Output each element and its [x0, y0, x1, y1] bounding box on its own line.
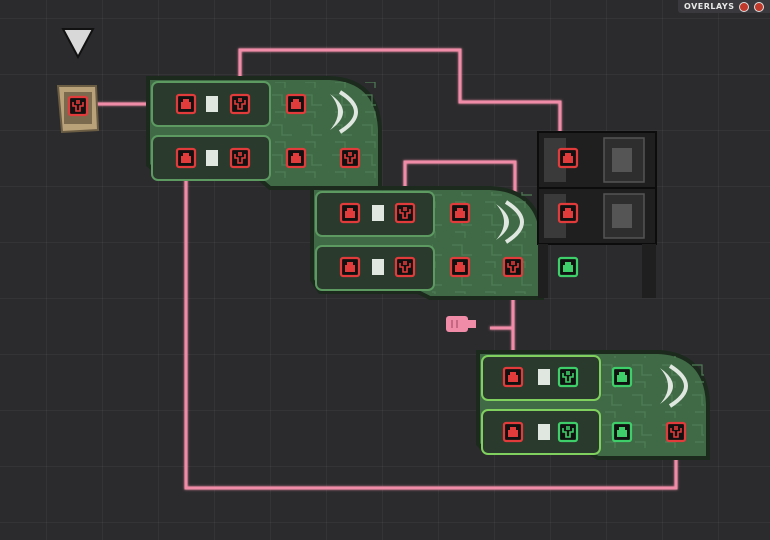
and-gate-2[interactable] — [310, 186, 544, 300]
overlays-bar: OVERLAYS — [678, 0, 770, 13]
mechanized-door-1[interactable] — [537, 131, 657, 189]
and-gate-3[interactable] — [476, 350, 710, 460]
automation-overlay-button[interactable] — [754, 1, 765, 12]
mechanized-door-2[interactable] — [537, 187, 657, 245]
and-gate-1[interactable] — [146, 76, 382, 190]
selection-triangle-icon[interactable] — [61, 28, 95, 60]
power-overlay-button[interactable] — [739, 1, 750, 12]
door-frame — [538, 244, 656, 298]
wire-bridge-icon[interactable] — [446, 316, 476, 332]
signal-switch[interactable] — [56, 85, 100, 134]
overlays-label: OVERLAYS — [684, 2, 735, 11]
